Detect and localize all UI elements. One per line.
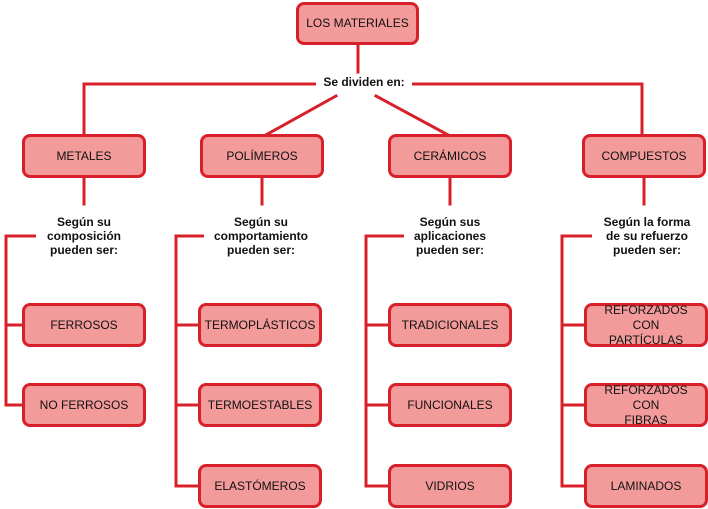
divide-label: Se dividen en: <box>316 75 412 89</box>
criterion-compuestos: Según la forma de su refuerzo pueden ser… <box>592 215 702 257</box>
criterion-line: Según la forma <box>603 215 691 229</box>
item-line: REFORZADOS CON <box>604 382 688 412</box>
criterion-line: aplicaciones <box>413 229 487 243</box>
item-line: FIBRAS <box>624 412 668 427</box>
item-reforzados-fibras: REFORZADOS CON FIBRAS <box>584 383 708 427</box>
item-laminados: LAMINADOS <box>584 464 708 508</box>
root-node: LOS MATERIALES <box>296 2 419 45</box>
item-funcionales: FUNCIONALES <box>388 383 512 427</box>
criterion-line: de su refuerzo <box>605 229 689 243</box>
criterion-line: Según su <box>233 215 288 229</box>
item-line: PARTÍCULAS <box>608 332 684 347</box>
criterion-ceramicos: Según sus aplicaciones pueden ser: <box>404 215 496 257</box>
item-ferrosos: FERROSOS <box>22 303 146 347</box>
criterion-line: pueden ser: <box>226 243 295 257</box>
criterion-line: Según sus <box>419 215 481 229</box>
category-compuestos: COMPUESTOS <box>582 134 706 178</box>
criterion-line: comportamiento <box>213 229 308 243</box>
item-no-ferrosos: NO FERROSOS <box>22 383 146 427</box>
item-tradicionales: TRADICIONALES <box>388 303 512 347</box>
category-polimeros: POLÍMEROS <box>200 134 324 178</box>
criterion-line: composición <box>46 229 121 243</box>
criterion-polimeros: Según su comportamiento pueden ser: <box>204 215 318 257</box>
criterion-metales: Según su composición pueden ser: <box>36 215 132 257</box>
item-termoplasticos: TERMOPLÁSTICOS <box>198 303 322 347</box>
item-termoestables: TERMOESTABLES <box>198 383 322 427</box>
criterion-line: pueden ser: <box>415 243 484 257</box>
item-reforzados-particulas: REFORZADOS CON PARTÍCULAS <box>584 303 708 347</box>
category-metales: METALES <box>22 134 146 178</box>
item-vidrios: VIDRIOS <box>388 464 512 508</box>
criterion-line: Según su <box>56 215 111 229</box>
criterion-line: pueden ser: <box>49 243 118 257</box>
category-ceramicos: CERÁMICOS <box>388 134 512 178</box>
item-line: REFORZADOS CON <box>604 302 688 332</box>
criterion-line: pueden ser: <box>612 243 681 257</box>
item-elastomeros: ELASTÓMEROS <box>198 464 322 508</box>
